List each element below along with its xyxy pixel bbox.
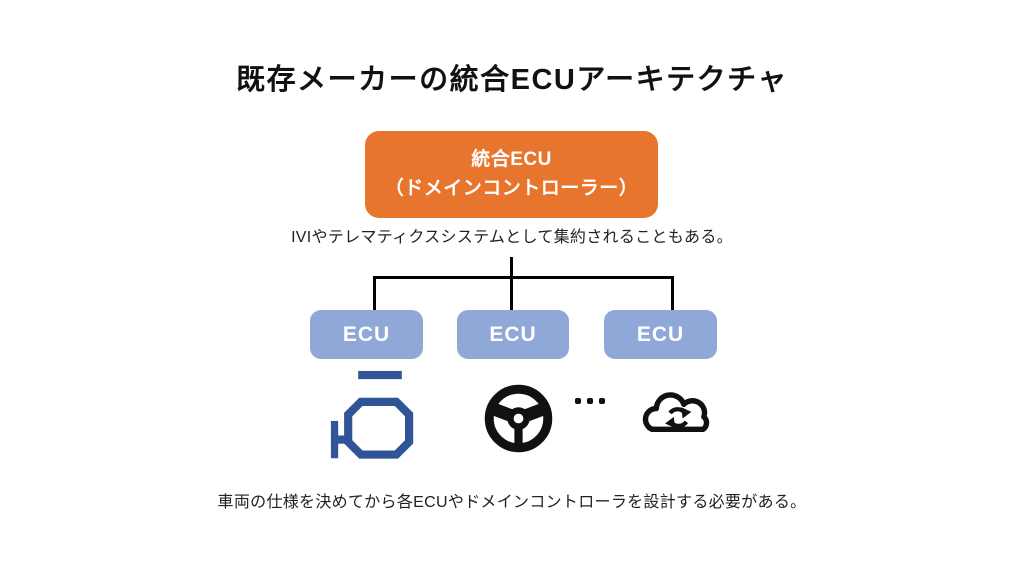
bottom-note: 車両の仕様を決めてから各ECUやドメインコントローラを設計する必要がある。: [217, 494, 807, 511]
ecu-node-middle: ECU: [457, 310, 569, 359]
connector-horizontal: [373, 276, 674, 279]
domain-controller-label-line1: 統合ECU: [471, 149, 552, 170]
domain-controller-label-line2: （ドメインコントローラー）: [384, 177, 639, 199]
domain-controller-node: 統合ECU （ドメインコントローラー）: [365, 131, 658, 218]
cloud-sync-icon: [642, 392, 710, 433]
dot: [575, 398, 581, 404]
engine-icon: [330, 370, 414, 459]
dot: [587, 398, 593, 404]
ecu-label: ECU: [489, 322, 537, 346]
ecu-label: ECU: [342, 322, 391, 346]
ecu-node-left: ECU: [310, 310, 423, 359]
ecu-node-right: ECU: [604, 310, 717, 359]
ecu-label: ECU: [636, 322, 685, 346]
connector-drop-right: [671, 276, 674, 312]
connector-drop-left: [373, 276, 376, 312]
page-title: 既存メーカーの統合ECUアーキテクチャ: [236, 64, 788, 96]
top-note: IVIやテレマティクスシステムとして集約されることもある。: [291, 229, 733, 246]
connector-stub: [510, 257, 513, 278]
steering-wheel-icon: [484, 384, 553, 453]
ellipsis-dots: [575, 398, 605, 404]
connector-drop-middle: [510, 276, 513, 312]
dot: [599, 398, 605, 404]
